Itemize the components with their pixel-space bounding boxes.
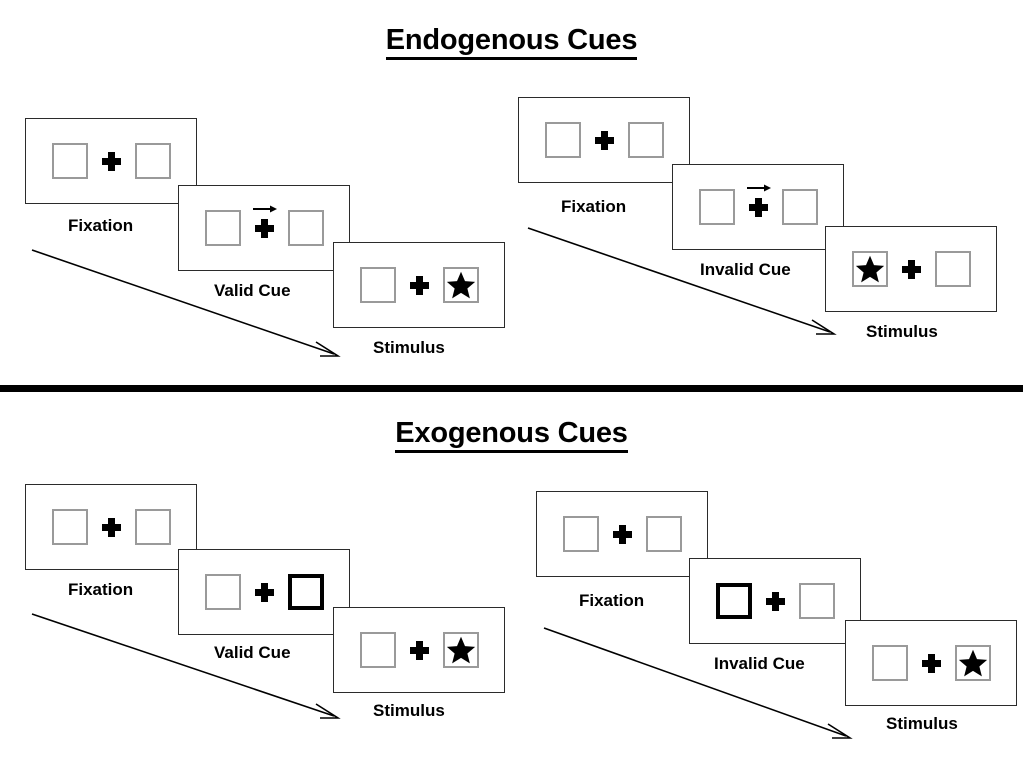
placeholder-box-right xyxy=(134,509,171,545)
placeholder-box-right xyxy=(627,122,664,158)
placeholder-box-left xyxy=(204,574,241,610)
caption-exogenous-invalid-fixation: Fixation xyxy=(579,591,645,610)
placeholder-box-right-cued xyxy=(287,574,324,610)
placeholder-box-left xyxy=(204,210,241,246)
plus-icon xyxy=(253,205,277,238)
section-title-endogenous: Endogenous Cues xyxy=(0,24,1023,60)
section-title-endogenous-text: Endogenous Cues xyxy=(385,24,637,60)
caption-exogenous-invalid-stimulus: Stimulus xyxy=(886,714,958,733)
placeholder-box-left xyxy=(698,189,735,225)
caption-endogenous-valid-cue: Valid Cue xyxy=(214,281,291,300)
panel-endogenous-invalid-stimulus xyxy=(825,226,997,312)
plus-icon xyxy=(101,151,121,171)
star-icon xyxy=(958,649,987,677)
panel-exogenous-valid-cue xyxy=(178,549,350,635)
panel-endogenous-invalid-fixation xyxy=(518,97,690,183)
placeholder-box-left xyxy=(51,509,88,545)
plus-icon xyxy=(901,259,921,279)
panel-endogenous-invalid-cue xyxy=(672,164,844,250)
caption-exogenous-valid-stimulus: Stimulus xyxy=(373,701,445,720)
placeholder-box-right-with-star xyxy=(442,267,479,303)
panel-endogenous-valid-fixation xyxy=(25,118,197,204)
caption-endogenous-invalid-stimulus: Stimulus xyxy=(866,322,938,341)
caption-exogenous-invalid-cue: Invalid Cue xyxy=(714,654,805,673)
placeholder-box-right xyxy=(798,583,835,619)
plus-icon xyxy=(612,524,632,544)
placeholder-box-right xyxy=(645,516,682,552)
plus-icon xyxy=(254,582,274,602)
placeholder-box-right xyxy=(287,210,324,246)
section-title-exogenous-text: Exogenous Cues xyxy=(395,417,628,453)
plus-icon xyxy=(921,653,941,673)
plus-icon xyxy=(594,130,614,150)
plus-icon xyxy=(409,275,429,295)
placeholder-box-left xyxy=(359,267,396,303)
caption-exogenous-valid-cue: Valid Cue xyxy=(214,643,291,662)
star-icon xyxy=(446,271,475,299)
placeholder-box-left-cued xyxy=(715,583,752,619)
arrow-right-icon xyxy=(253,205,277,212)
plus-icon xyxy=(747,184,771,217)
placeholder-box-right xyxy=(781,189,818,225)
panel-endogenous-valid-cue xyxy=(178,185,350,271)
panel-exogenous-invalid-cue xyxy=(689,558,861,644)
arrow-right-icon xyxy=(747,184,771,191)
caption-endogenous-valid-fixation: Fixation xyxy=(68,216,134,235)
placeholder-box-right-with-star xyxy=(954,645,991,681)
panel-exogenous-invalid-stimulus xyxy=(845,620,1017,706)
placeholder-box-left-with-star xyxy=(851,251,888,287)
caption-exogenous-valid-fixation: Fixation xyxy=(68,580,134,599)
panel-endogenous-valid-stimulus xyxy=(333,242,505,328)
section-title-exogenous: Exogenous Cues xyxy=(0,417,1023,453)
plus-icon xyxy=(101,517,121,537)
section-divider xyxy=(0,385,1023,392)
plus-icon xyxy=(765,591,785,611)
placeholder-box-left xyxy=(871,645,908,681)
placeholder-box-left xyxy=(359,632,396,668)
panel-exogenous-valid-fixation xyxy=(25,484,197,570)
caption-endogenous-valid-stimulus: Stimulus xyxy=(373,338,445,357)
caption-endogenous-invalid-cue: Invalid Cue xyxy=(700,260,791,279)
placeholder-box-left xyxy=(544,122,581,158)
panel-exogenous-valid-stimulus xyxy=(333,607,505,693)
star-icon xyxy=(855,255,884,283)
placeholder-box-left xyxy=(562,516,599,552)
placeholder-box-left xyxy=(51,143,88,179)
star-icon xyxy=(446,636,475,664)
plus-icon xyxy=(409,640,429,660)
panel-exogenous-invalid-fixation xyxy=(536,491,708,577)
placeholder-box-right-with-star xyxy=(442,632,479,668)
placeholder-box-right xyxy=(134,143,171,179)
caption-endogenous-invalid-fixation: Fixation xyxy=(561,197,627,216)
placeholder-box-right xyxy=(934,251,971,287)
